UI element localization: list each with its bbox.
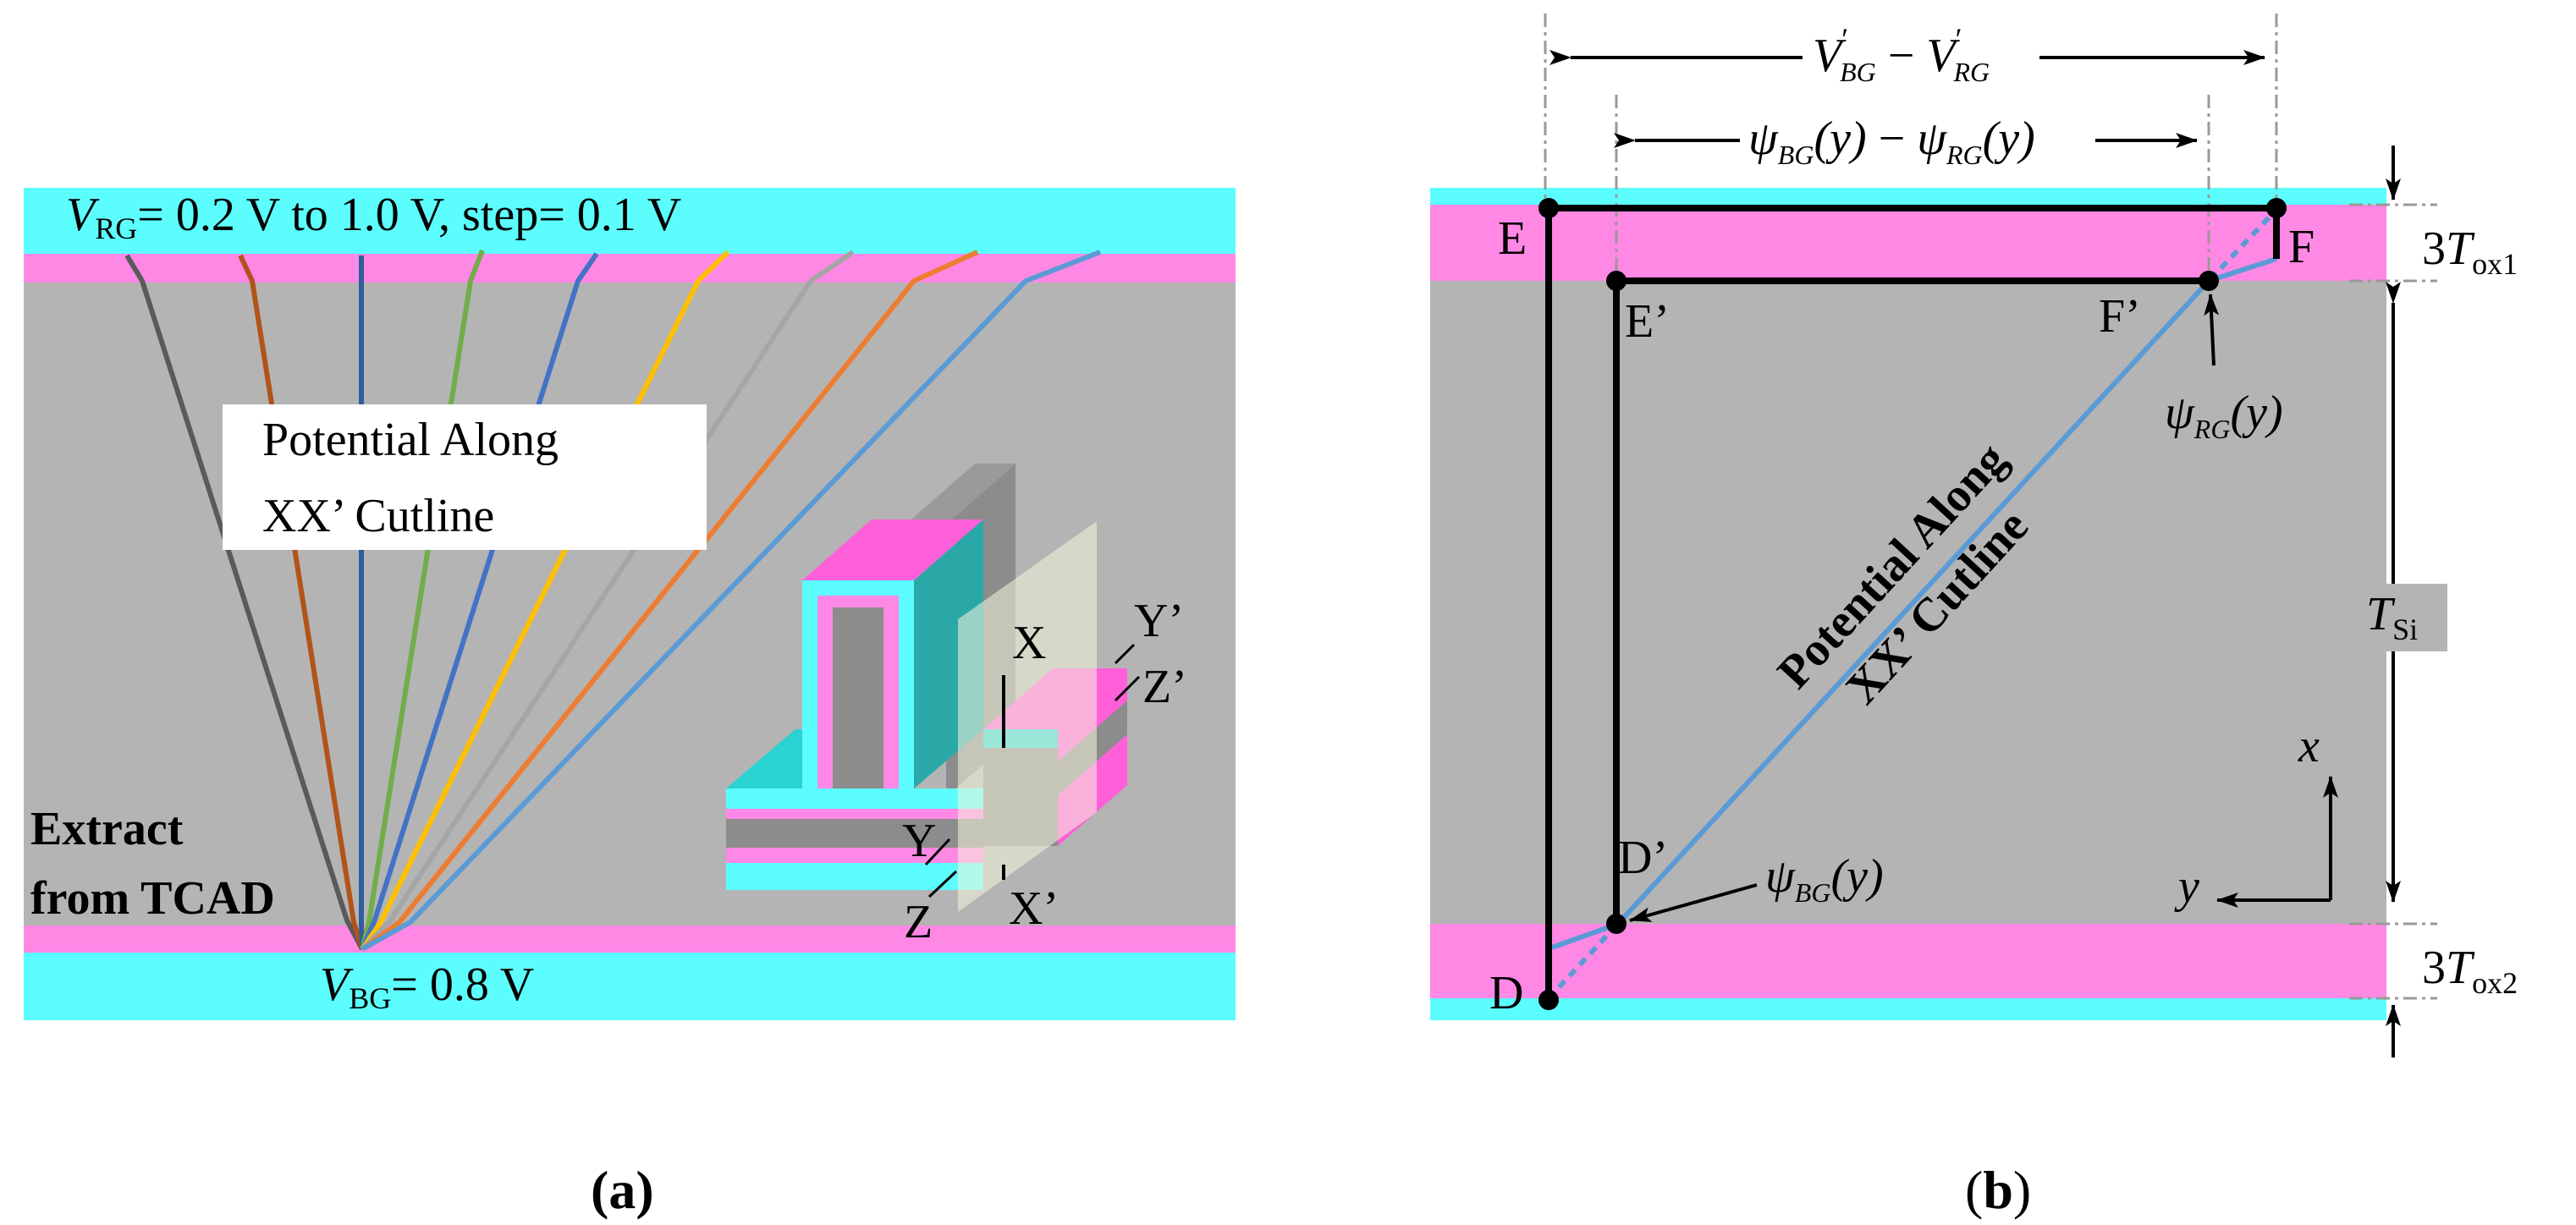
fin-front-gray [833, 607, 883, 788]
b-potential-dash-top [2208, 209, 2277, 282]
psi-bg-label: ψBG(y) [1765, 850, 1884, 908]
point-e-prime [1606, 271, 1627, 291]
point-f [2266, 198, 2287, 218]
point-d-prime [1606, 914, 1627, 934]
a-bottom-label: VBG= 0.8 V [320, 959, 534, 1015]
y-prime-tick [1114, 643, 1136, 665]
cut-plane [958, 521, 1097, 912]
slab-front-pink2 [726, 848, 983, 863]
b-bottom-highk [1430, 924, 2386, 998]
label-y-prime: Y’ [1134, 595, 1184, 647]
b-silicon [1430, 281, 2386, 924]
a-text-box [223, 404, 707, 550]
dim-label-bg-1 [1803, 25, 2039, 90]
slab-front-gray [726, 819, 983, 848]
axis-x-label: x [2298, 720, 2320, 772]
label-z: Z [904, 896, 933, 948]
tsi-label-bg [2363, 584, 2447, 651]
curve-vrg-0.9 [361, 250, 979, 952]
panel-b: E F E’ F’ D D’ V′BG − V′RG ψBG(y) − ψRG(… [1430, 14, 2518, 1220]
b-potential-dash-bottom [1546, 923, 1619, 1001]
label-e-prime: E’ [1625, 295, 1670, 348]
psi-rg-pointer [2204, 294, 2220, 366]
dim-vbg-vrg-label: V′BG − V′RG [1813, 22, 1990, 87]
y-tick [924, 838, 951, 866]
label-d-prime: D’ [1618, 832, 1668, 884]
a-box-line2: XX’ Cutline [262, 490, 494, 542]
z-prime-tick [1114, 675, 1141, 702]
point-f-prime [2199, 271, 2219, 291]
curve-vrg-0.4 [359, 255, 365, 950]
caption-a-text: (a) [591, 1160, 654, 1220]
point-e [1538, 198, 1559, 218]
guide-lines [1544, 14, 2437, 1000]
axis-y-label: y [2174, 860, 2199, 913]
curve-vrg-0.8 [360, 250, 855, 952]
label-z-prime: Z’ [1142, 661, 1187, 713]
label-e: E [1498, 212, 1527, 265]
psi-bg-pointer [1629, 883, 1758, 922]
a-extract-line1: Extract [30, 803, 184, 855]
tox2-label: 3Tox2 [2422, 942, 2518, 1000]
slab-front-pink1 [726, 809, 983, 819]
a-top-oxide [24, 188, 1236, 254]
z-tick [927, 870, 958, 898]
a-bottom-oxide [24, 953, 1236, 1020]
dim-psi-label: ψBG(y) − ψRG(y) [1748, 113, 2035, 170]
caption-b: (b) [1965, 1160, 2031, 1220]
label-x: X [1012, 617, 1046, 669]
slab-front-cyan2 [726, 863, 983, 890]
potential-curves [124, 249, 1102, 952]
a-bottom-highk [24, 926, 1236, 953]
curve-vrg-1.0 [361, 250, 1102, 952]
curve-vrg-0.2 [124, 254, 365, 951]
point-d [1538, 990, 1559, 1010]
b-potential-line [1550, 256, 2277, 950]
psi-rg-label: ψRG(y) [2165, 387, 2283, 444]
a-extract-line2: from TCAD [30, 872, 275, 925]
tox1-label: 3Tox1 [2422, 222, 2518, 281]
fin-top [802, 519, 983, 580]
curve-vrg-0.3 [238, 254, 365, 950]
curve-vrg-0.7 [360, 250, 730, 951]
label-d: D [1489, 967, 1523, 1019]
a-box-line1: Potential Along [262, 414, 559, 466]
a-top-label: VRG= 0.2 V to 1.0 V, step= 0.1 V [66, 189, 681, 245]
b-top-oxide [1430, 188, 2386, 205]
label-f-prime: F’ [2099, 290, 2141, 343]
curve-vrg-0.6 [360, 252, 599, 951]
label-f: F [2288, 221, 2315, 273]
device-3d-sketch: X X’ Y’ Z’ Y Z [726, 464, 1187, 948]
tsi-label: TSi [2366, 588, 2418, 646]
b-bottom-oxide [1430, 998, 2386, 1020]
slab-front-cyan [726, 788, 983, 809]
fin-top-back [905, 464, 1016, 525]
b-top-highk [1430, 205, 2386, 281]
label-x-prime: X’ [1009, 882, 1059, 935]
dim-label-bg-2 [1740, 108, 2095, 173]
frame-outer [1545, 205, 2280, 1000]
panel-a: Potential Along XX’ Cutline VRG= 0.2 V t… [24, 188, 1236, 1220]
